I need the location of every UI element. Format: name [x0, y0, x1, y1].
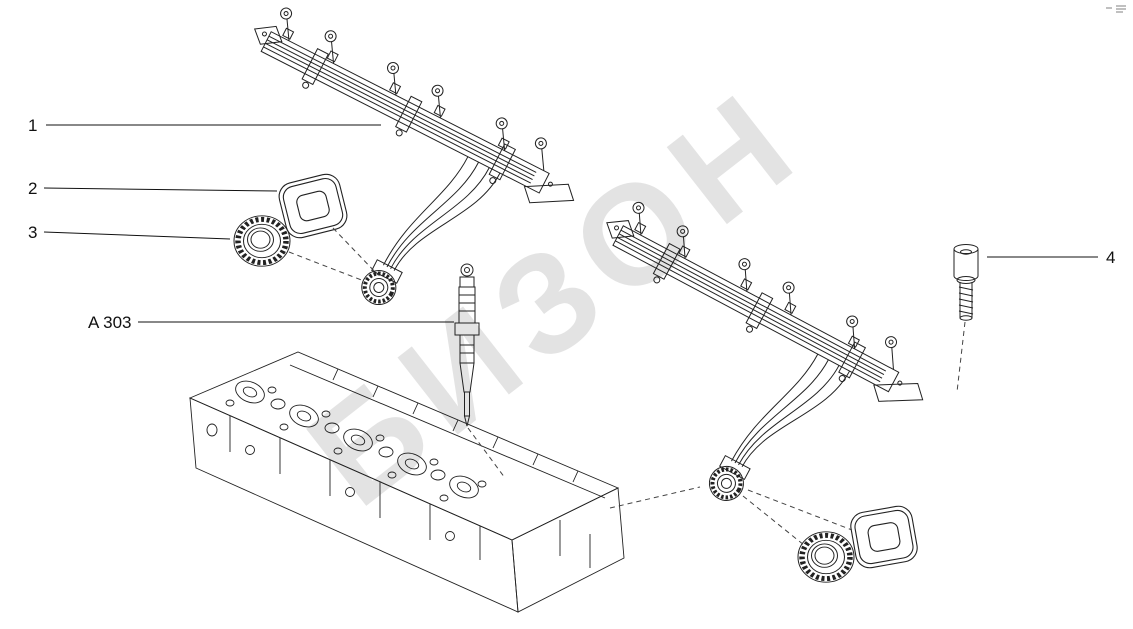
callout-2-leader [43, 187, 278, 192]
callout-3-leader [43, 231, 231, 240]
watermark-text: БИЗОН [280, 57, 830, 536]
gasket-lower [848, 503, 920, 571]
assembly-dashed-links [288, 227, 966, 546]
bolt [953, 244, 979, 321]
callout-4-label: 4 [1106, 248, 1115, 267]
cylinder-head [188, 351, 625, 613]
callout-a303-label: A 303 [88, 313, 132, 332]
callouts: 1 2 3 A 303 4 [28, 116, 1115, 332]
cap-nut-upper [234, 216, 290, 266]
callout-2-label: 2 [28, 179, 37, 198]
cap-nut-lower [798, 532, 854, 582]
callout-1-label: 1 [28, 116, 37, 135]
callout-3-label: 3 [28, 223, 37, 242]
corner-mark [1106, 5, 1126, 13]
fuel-injector [454, 263, 480, 427]
